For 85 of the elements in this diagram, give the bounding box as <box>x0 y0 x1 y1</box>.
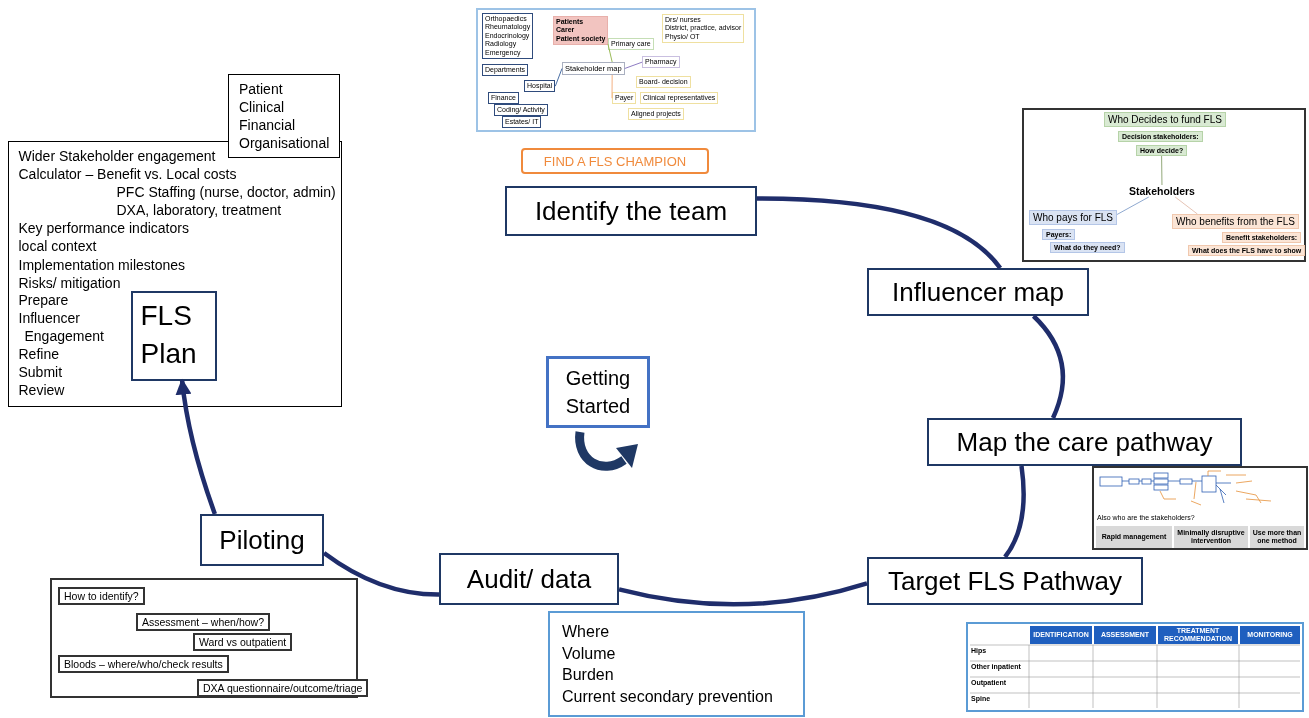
box-text: Financial <box>239 116 297 134</box>
connector <box>611 74 613 99</box>
box-text: Identify the team <box>534 195 728 227</box>
connector <box>1003 465 1026 559</box>
box-text: DXA, laboratory, treatment <box>116 200 282 219</box>
box-text: Who Decides to fund FLS <box>1108 114 1222 125</box>
box-text: Calculator – Benefit vs. Local costs <box>18 164 237 183</box>
box-text: Piloting <box>219 524 305 556</box>
stakeholder-diagram-panel <box>1022 108 1306 262</box>
box-text: Influencer <box>18 308 80 327</box>
text-box <box>58 587 145 605</box>
box-text: Target FLS Pathway <box>887 565 1123 597</box>
connector <box>624 61 643 69</box>
text-box <box>1029 210 1118 225</box>
connector <box>1031 314 1066 419</box>
box-text: FIND A FLS CHAMPION <box>543 153 687 169</box>
box-text: local context <box>18 236 97 255</box>
box-text: Prepare <box>18 291 69 309</box>
box-text: Audit/ data <box>466 563 592 595</box>
connector <box>1174 196 1198 215</box>
connector <box>1116 196 1150 215</box>
connector <box>618 581 868 607</box>
text-box <box>548 611 805 717</box>
box-text: Getting Started <box>564 366 632 419</box>
stakeholder-map-panel <box>476 8 756 132</box>
text-box <box>1188 245 1306 256</box>
box-text: Who pays for FLS <box>1033 212 1114 223</box>
box-text: Volume <box>562 643 617 664</box>
box-text: Stakeholders <box>1129 185 1195 197</box>
box-text: Assessment – when/how? <box>142 616 264 628</box>
text-box <box>1118 131 1203 142</box>
box-text: Map the care pathway <box>956 426 1213 458</box>
connector <box>1161 155 1163 186</box>
box-text: Organisational <box>239 134 329 152</box>
process-box <box>867 557 1143 605</box>
box-text: Current secondary prevention <box>562 686 774 707</box>
connector <box>175 378 217 515</box>
box-text: Risks/ mitigation <box>18 273 121 292</box>
process-box <box>927 418 1242 466</box>
box-text: Patient <box>239 80 284 98</box>
text-box <box>553 16 609 46</box>
box-text: Who benefits from the FLS <box>1176 216 1295 227</box>
text-box <box>1136 145 1188 156</box>
text-box <box>136 613 270 631</box>
text-box <box>1222 232 1302 243</box>
box-text: Implementation milestones <box>18 255 186 274</box>
process-box <box>505 186 757 236</box>
connector <box>756 196 1002 270</box>
text-box <box>1050 242 1125 253</box>
box-text: Submit <box>18 362 63 381</box>
table-panel <box>966 622 1304 712</box>
box-text: DXA questionnaire/outcome/triage <box>203 682 363 694</box>
process-box <box>200 514 324 566</box>
box-text: How to identify? <box>64 590 139 602</box>
box-text: Review <box>18 380 65 399</box>
text-box <box>1104 112 1226 127</box>
box-text: PFC Staffing (nurse, doctor, admin) <box>116 182 336 201</box>
box-text: FLS Plan <box>140 298 198 371</box>
box-text: Clinical <box>239 98 286 116</box>
text-box <box>228 74 340 158</box>
box-text: Key performance indicators <box>18 218 189 237</box>
text-box <box>546 356 650 428</box>
box-text: Bloods – where/who/check results <box>64 658 223 670</box>
text-box <box>482 13 534 59</box>
text-box <box>58 655 229 673</box>
process-box <box>439 553 619 605</box>
text-box <box>193 633 293 651</box>
text-box <box>1042 229 1076 240</box>
text-box <box>130 290 217 381</box>
box-text: Burden <box>562 665 615 685</box>
box-text: Ward vs outpatient <box>199 636 287 648</box>
connector <box>322 551 440 597</box>
process-box <box>867 268 1089 316</box>
text-box <box>662 14 745 44</box>
text-box <box>521 148 709 174</box>
connector <box>554 68 563 87</box>
care-pathway-sketch-panel <box>1092 466 1308 550</box>
text-box <box>1172 214 1299 229</box>
box-text: Refine <box>18 344 59 363</box>
connector <box>607 43 613 63</box>
box-text: Wider Stakeholder engagement <box>18 146 216 165</box>
box-text: Engagement <box>24 326 104 345</box>
text-box <box>197 679 369 697</box>
box-text: Influencer map <box>892 276 1064 308</box>
box-text: Where <box>562 622 611 642</box>
